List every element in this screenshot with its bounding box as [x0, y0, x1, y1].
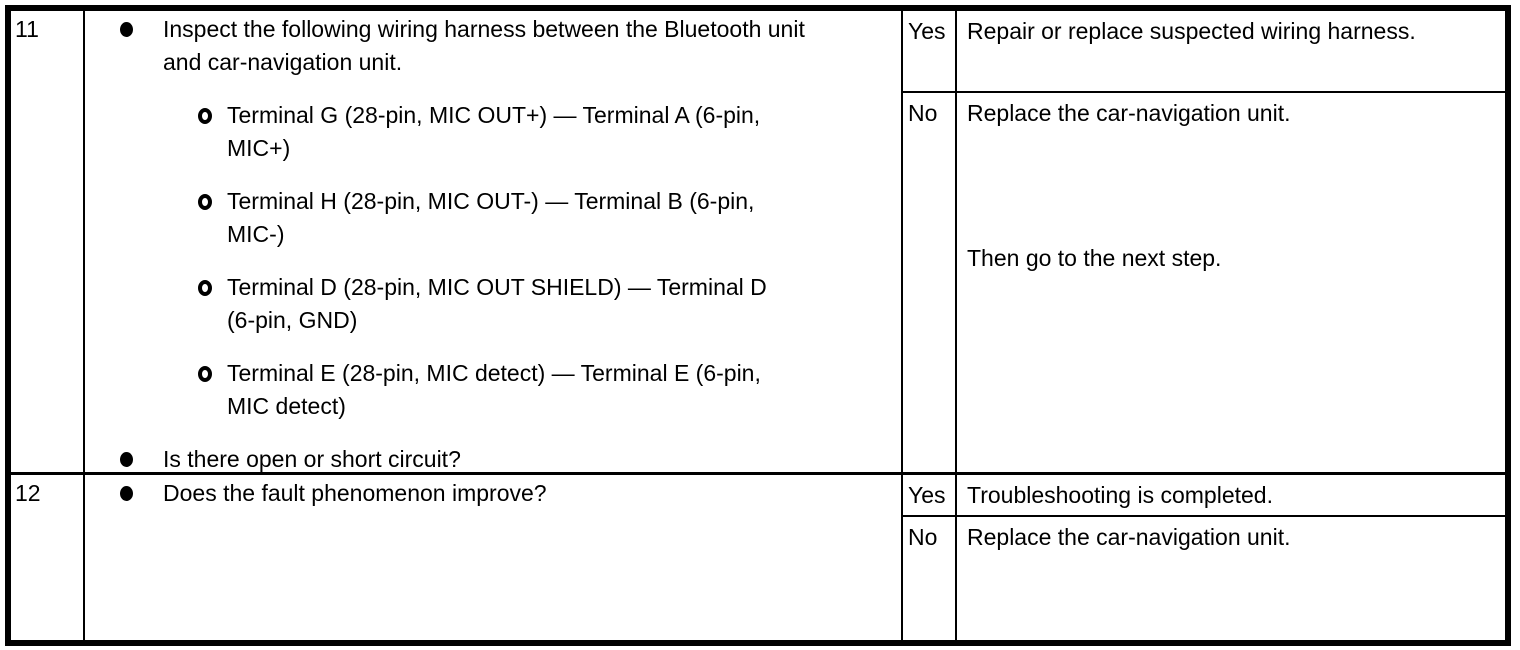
answer-cell: Yes [903, 475, 957, 515]
action-text-line: Then go to the next step. [967, 245, 1222, 271]
bullet-text-line: and car-navigation unit. [163, 49, 403, 75]
list-item: Inspect the following wiring harness bet… [85, 13, 901, 79]
answer-label: Yes [908, 482, 946, 508]
bullet-text-line: Inspect the following wiring harness bet… [163, 16, 805, 42]
bullet-circle-icon [198, 194, 212, 210]
answer-cell: Yes [903, 11, 957, 91]
list-item: Terminal D (28-pin, MIC OUT SHIELD) — Te… [85, 271, 901, 337]
bullet-text-line: Does the fault phenomenon improve? [163, 480, 547, 506]
list-item: Is there open or short circuit? [85, 443, 901, 472]
bullet-disc-icon [119, 22, 133, 37]
bullet-disc-icon [119, 452, 133, 467]
list-item: Terminal E (28-pin, MIC detect) — Termin… [85, 357, 901, 423]
answer-cell: No [903, 517, 957, 640]
bullet-circle-icon [198, 366, 212, 382]
bullet-circle-icon [198, 280, 212, 296]
answer-cell: No [903, 93, 957, 472]
list-item: Terminal H (28-pin, MIC OUT-) — Terminal… [85, 185, 901, 251]
results-column: Yes Troubleshooting is completed. No Rep… [901, 475, 1505, 640]
result-yes: Yes Repair or replace suspected wiring h… [903, 11, 1505, 91]
result-no: No Replace the car-navigation unit. [903, 515, 1505, 640]
action-text-line: Replace the car-navigation unit. [967, 100, 1291, 126]
step-number: 11 [15, 16, 39, 42]
answer-label: No [908, 100, 938, 126]
step-number-cell: 12 [11, 475, 85, 640]
action-cell: Replace the car-navigation unit. Then go… [957, 93, 1505, 472]
bullet-text-line: MIC detect) [227, 393, 346, 419]
action-text-line: Repair or replace suspected wiring harne… [967, 18, 1416, 44]
result-no: No Replace the car-navigation unit. Then… [903, 91, 1505, 472]
inspection-description-cell: Does the fault phenomenon improve? [85, 475, 901, 640]
answer-label: Yes [908, 18, 946, 44]
inspection-description-cell: Inspect the following wiring harness bet… [85, 11, 901, 472]
bullet-text-line: (6-pin, GND) [227, 307, 358, 333]
action-cell: Replace the car-navigation unit. [957, 517, 1505, 640]
action-text-line: Troubleshooting is completed. [967, 482, 1273, 508]
results-column: Yes Repair or replace suspected wiring h… [901, 11, 1505, 472]
result-yes: Yes Troubleshooting is completed. [903, 475, 1505, 515]
action-text-line: Replace the car-navigation unit. [967, 524, 1291, 550]
bullet-text-line: Terminal E (28-pin, MIC detect) — Termin… [227, 360, 761, 386]
bullet-text-line: Terminal D (28-pin, MIC OUT SHIELD) — Te… [227, 274, 767, 300]
bullet-disc-icon [119, 486, 133, 501]
bullet-text-line: MIC-) [227, 221, 285, 247]
bullet-circle-icon [198, 108, 212, 124]
action-cell: Troubleshooting is completed. [957, 475, 1505, 515]
list-item: Terminal G (28-pin, MIC OUT+) — Terminal… [85, 99, 901, 165]
answer-label: No [908, 524, 938, 550]
bullet-text-line: MIC+) [227, 135, 291, 161]
bullet-text-line: Terminal H (28-pin, MIC OUT-) — Terminal… [227, 188, 755, 214]
table-row-step-12: 12 Does the fault phenomenon improve? Ye… [11, 472, 1505, 640]
troubleshooting-table: 11 Inspect the following wiring harness … [5, 5, 1511, 646]
list-item: Does the fault phenomenon improve? [85, 477, 901, 510]
step-number-cell: 11 [11, 11, 85, 472]
action-cell: Repair or replace suspected wiring harne… [957, 11, 1505, 91]
bullet-text-line: Terminal G (28-pin, MIC OUT+) — Terminal… [227, 102, 761, 128]
step-number: 12 [15, 480, 41, 506]
table-row-step-11: 11 Inspect the following wiring harness … [11, 11, 1505, 472]
bullet-text-line: Is there open or short circuit? [163, 446, 461, 472]
